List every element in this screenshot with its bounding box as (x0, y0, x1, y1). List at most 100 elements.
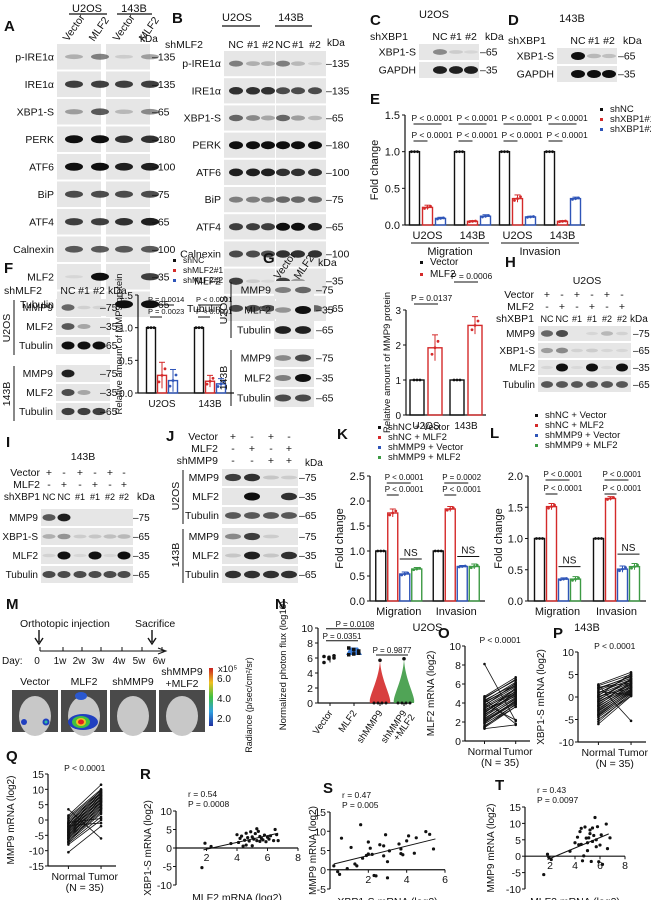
data-point (99, 812, 103, 816)
panel-label-I: I (6, 434, 11, 451)
kda-marker: –135 (326, 58, 350, 70)
protein-band (225, 473, 241, 482)
lane-label: #1 (587, 314, 597, 324)
protein-band (92, 305, 106, 310)
condition-sign: + (559, 301, 565, 313)
data-point (99, 788, 103, 792)
data-point (629, 689, 633, 692)
protein-band (88, 571, 102, 578)
pair-line (598, 693, 632, 723)
y-tick-label: 10 (314, 826, 326, 838)
lane-label: #1 (572, 314, 582, 324)
arrow-down-icon (34, 630, 44, 646)
blot-strip (41, 547, 133, 564)
data-point (483, 714, 486, 717)
x-tick-label: MLF2 (337, 708, 360, 734)
x-tick-label: U2OS (503, 230, 533, 242)
y-tick-label: 8 (455, 660, 461, 672)
colorbar-tick: 6.0 (217, 674, 231, 685)
y-tick-label: -5 (565, 715, 574, 727)
protein-band (291, 250, 305, 258)
protein-band (117, 571, 131, 578)
y-tick-label: -5 (512, 868, 521, 880)
protein-band (449, 50, 463, 54)
condition-sign: + (589, 301, 595, 313)
blot-strip (538, 326, 631, 341)
p-value-label: P = 0.9877 (373, 646, 412, 655)
protein-band (275, 287, 291, 293)
data-point (577, 196, 580, 200)
protein-band (115, 109, 133, 114)
protein-band (541, 347, 553, 354)
x-tick-label: U2OS (148, 399, 176, 410)
bar (375, 550, 387, 602)
protein-band (57, 571, 71, 578)
timeline-tick-label: 3w (92, 656, 106, 667)
kda-marker: –75 (100, 368, 118, 380)
condition-sign: - (78, 479, 82, 491)
condition-sign: - (108, 479, 112, 491)
data-point (424, 830, 428, 834)
kda-marker: –100 (326, 249, 350, 261)
condition-sign: - (47, 479, 51, 491)
x-tick-label: 8 (295, 852, 301, 864)
protein-band (141, 135, 159, 143)
blot-strip (274, 349, 314, 367)
data-point (67, 821, 70, 824)
protein-band (616, 348, 628, 353)
bar (421, 206, 434, 226)
protein-band (261, 223, 275, 231)
lane-label: Vector (61, 12, 88, 44)
protein-band (295, 286, 311, 294)
p-value-label: P < 0.0001 (479, 635, 520, 645)
condition-sign: - (560, 289, 564, 301)
protein-band (295, 306, 311, 314)
data-point (385, 876, 390, 880)
data-point (514, 682, 517, 686)
panel-label-G: G (263, 250, 275, 267)
p-value-label: P < 0.0001 (594, 641, 635, 651)
protein-band (42, 514, 56, 521)
protein-band (92, 407, 106, 416)
protein-band (276, 114, 290, 122)
data-point (630, 566, 633, 570)
data-point (597, 720, 600, 724)
p-value-label: P = 0.0108 (336, 620, 375, 629)
data-point (565, 577, 568, 580)
pair-line (598, 685, 632, 722)
data-point (403, 572, 407, 576)
kda-header: kDa (137, 492, 155, 503)
p-value-label: P < 0.0001 (64, 763, 105, 773)
row-header: shXBP1 (496, 313, 534, 325)
condition-sign: - (545, 301, 549, 313)
data-point (571, 578, 574, 582)
lane-label: #2 (603, 35, 615, 47)
blot-row-label: Tubulin (19, 406, 53, 418)
data-point (618, 569, 621, 573)
pair-line (484, 695, 516, 711)
cell-line-label: 143B (121, 3, 147, 15)
x-tick-label: 143B (460, 230, 486, 242)
data-point (374, 874, 378, 878)
pair-line (68, 789, 102, 818)
data-point (514, 696, 517, 700)
data-point (542, 872, 546, 877)
data-point (197, 326, 201, 330)
panel-label-F: F (4, 260, 14, 277)
protein-band (65, 135, 83, 144)
protein-band (141, 190, 159, 198)
protein-band (57, 533, 71, 540)
p-value-label: P < 0.0001 (603, 484, 642, 493)
data-point (460, 565, 464, 568)
data-point (378, 843, 382, 847)
protein-band (115, 54, 133, 59)
lane-label: #2 (465, 31, 477, 43)
protein-band (276, 87, 290, 95)
data-point (584, 836, 588, 840)
kda-marker: –180 (152, 134, 176, 146)
data-point (629, 692, 633, 695)
protein-band (246, 61, 260, 66)
protein-band (77, 407, 91, 416)
